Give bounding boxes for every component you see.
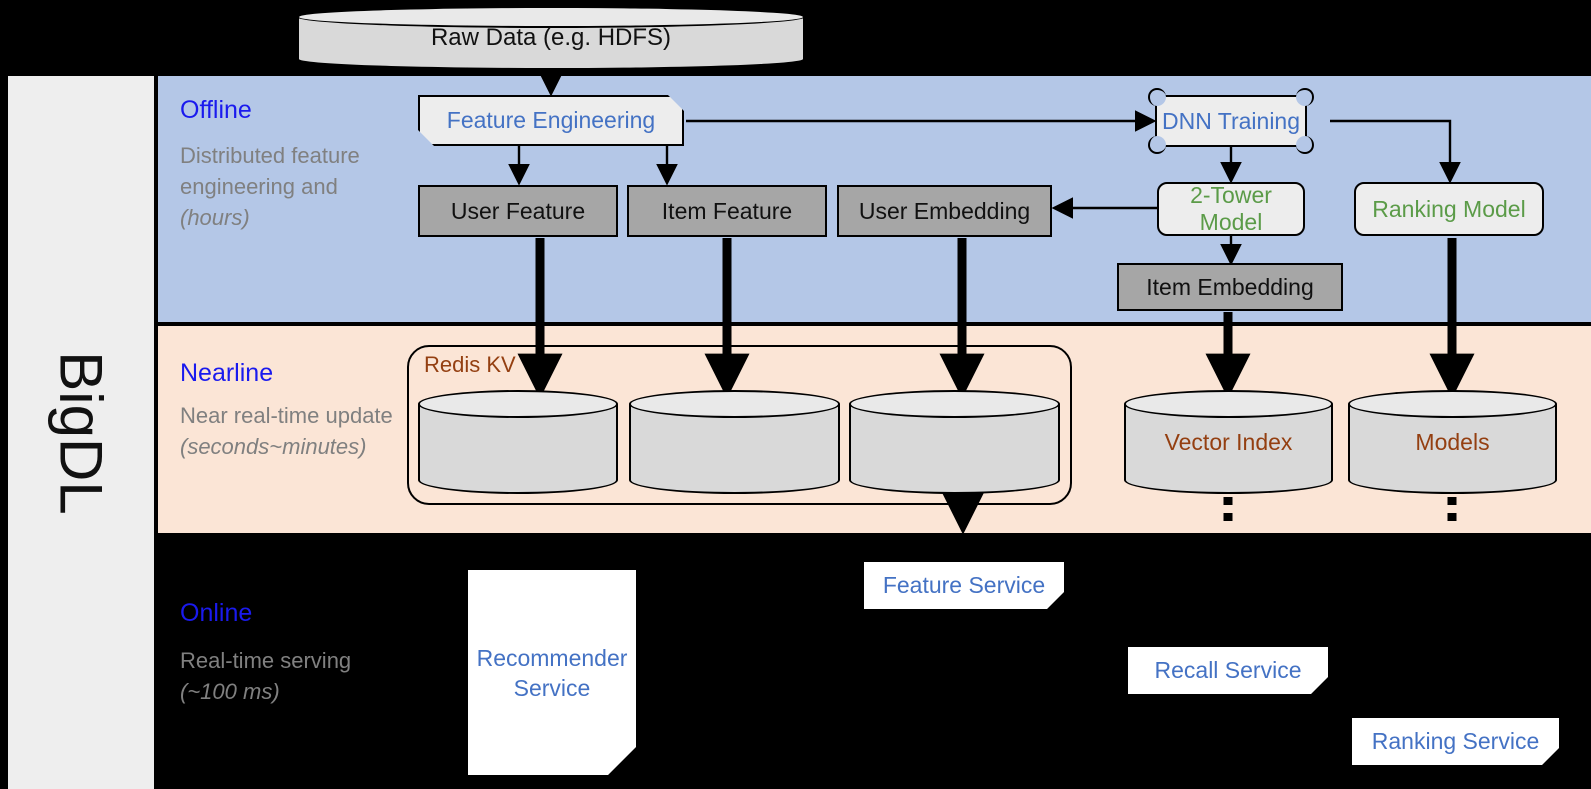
cylinder-top — [1124, 390, 1333, 418]
user-feature-label: User Feature — [450, 197, 586, 224]
online-title: Online — [180, 599, 253, 627]
redis-store-3 — [849, 390, 1060, 494]
nearline-description-text: Near real-time update — [180, 403, 393, 428]
cylinder-top — [1348, 390, 1557, 418]
item-embedding-label: Item Embedding — [1146, 273, 1314, 300]
feature-service-label: Feature Service — [882, 572, 1046, 598]
ranking-model-label: Ranking Model — [1372, 195, 1526, 222]
models-label: Models — [1415, 428, 1490, 455]
recommender-service-node[interactable]: Recommender Service — [468, 570, 636, 775]
feature-service-node[interactable]: Feature Service — [864, 562, 1064, 609]
item-embedding-node[interactable]: Item Embedding — [1117, 263, 1343, 311]
redis-kv-label: Redis KV — [424, 352, 516, 377]
dnn-training-node[interactable]: DNN Training — [1148, 88, 1314, 154]
offline-description-italic: (hours) — [180, 205, 250, 230]
redis-kv-group — [407, 345, 1072, 505]
redis-store-1 — [418, 390, 618, 494]
card-corner-br — [1296, 136, 1314, 154]
raw-data-label: Raw Data (e.g. HDFS) — [430, 24, 672, 51]
two-tower-model-label: 2-Tower Model — [1190, 182, 1272, 235]
bigdl-label: BigDL — [47, 350, 115, 515]
recall-service-label: Recall Service — [1154, 657, 1302, 683]
ranking-model-node[interactable]: Ranking Model — [1354, 182, 1544, 236]
ranking-service-node[interactable]: Ranking Service — [1352, 718, 1559, 765]
raw-data-store: Raw Data (e.g. HDFS) — [297, 6, 805, 70]
user-embedding-node[interactable]: User Embedding — [837, 185, 1052, 237]
nearline-description-italic: (seconds~minutes) — [180, 434, 367, 459]
cylinder-top — [418, 390, 618, 418]
recall-service-node[interactable]: Recall Service — [1128, 647, 1328, 694]
redis-store-2 — [629, 390, 840, 494]
item-feature-node[interactable]: Item Feature — [627, 185, 827, 237]
nearline-title: Nearline — [180, 359, 274, 387]
recommender-service-label: Recommender Service — [476, 644, 628, 701]
redis-store-2-label — [629, 390, 840, 494]
item-feature-label: Item Feature — [661, 197, 793, 224]
offline-title: Offline — [180, 96, 252, 124]
online-description-text: Real-time serving — [180, 648, 352, 673]
ranking-service-label: Ranking Service — [1371, 728, 1540, 754]
bigdl-sidebar: BigDL — [8, 76, 154, 789]
nearline-description: Near real-time update (seconds~minutes) — [180, 400, 395, 462]
vector-index-store: Vector Index — [1124, 390, 1333, 494]
cylinder-top — [849, 390, 1060, 418]
models-store: Models — [1348, 390, 1557, 494]
cylinder-top — [297, 6, 805, 28]
cylinder-top — [629, 390, 840, 418]
redis-store-3-label — [849, 390, 1060, 494]
user-feature-node[interactable]: User Feature — [418, 185, 618, 237]
feature-engineering-label: Feature Engineering — [446, 107, 656, 133]
dnn-training-label: DNN Training — [1161, 107, 1301, 134]
offline-description: Distributed feature engineering and (hou… — [180, 140, 395, 233]
two-tower-model-node[interactable]: 2-Tower Model — [1157, 182, 1305, 236]
vector-index-label: Vector Index — [1164, 428, 1293, 455]
redis-store-1-label — [418, 390, 618, 494]
online-description: Real-time serving (~100 ms) — [180, 645, 395, 707]
feature-engineering-node[interactable]: Feature Engineering — [418, 95, 684, 146]
card-corner-bl — [1148, 136, 1166, 154]
user-embedding-label: User Embedding — [858, 197, 1031, 224]
offline-description-text: Distributed feature engineering and — [180, 143, 360, 199]
online-description-italic: (~100 ms) — [180, 679, 280, 704]
